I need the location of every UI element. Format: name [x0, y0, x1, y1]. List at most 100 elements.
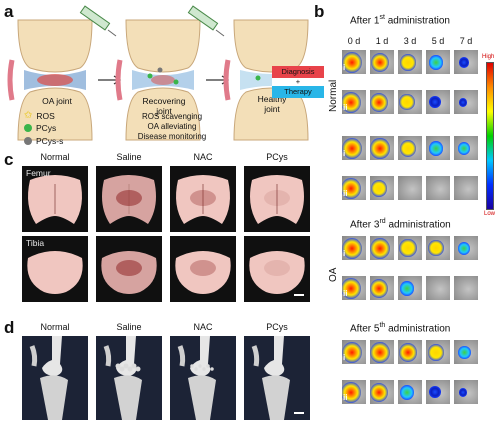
fluorescence-image	[454, 276, 478, 300]
signal-blob	[342, 178, 361, 199]
signal-blob	[370, 382, 389, 403]
column-label-nac: NAC	[193, 152, 213, 162]
fluorescence-image	[398, 136, 422, 160]
signal-blob	[342, 92, 361, 113]
recovering-joint-illustration	[115, 19, 201, 141]
signal-blob	[400, 281, 414, 296]
syringe-icon	[79, 5, 117, 37]
fluorescence-image	[454, 50, 478, 74]
signal-blob	[458, 387, 468, 397]
therapy-label: Therapy	[272, 86, 324, 98]
fluorescence-image	[426, 340, 450, 364]
group-label-oa: OA	[328, 267, 339, 282]
panel-a: a	[0, 0, 324, 150]
fluorescence-image	[342, 380, 366, 404]
mouse-knee-background	[398, 176, 422, 200]
cartilage-lesion	[116, 190, 142, 206]
star-icon: ✩	[24, 110, 33, 121]
group-label-normal: Normal	[328, 79, 339, 112]
fluorescence-image	[398, 90, 422, 114]
heading-1st-administration: After 1st administration	[350, 14, 450, 27]
effects-list: ROS scavenging OA alleviating Disease mo…	[130, 112, 214, 142]
fluorescence-image	[370, 136, 394, 160]
fluorescence-image	[426, 380, 450, 404]
signal-blob	[370, 278, 389, 299]
signal-blob	[371, 180, 387, 197]
fluorescence-image	[454, 236, 478, 260]
day-label: 5 d	[431, 36, 445, 46]
tibia-photo: Tibia	[22, 236, 88, 302]
tibia-label: Tibia	[26, 238, 45, 248]
fluorescence-image	[342, 340, 366, 364]
signal-blob	[428, 344, 444, 361]
femur-photo	[96, 166, 162, 232]
legend-ros: ✩ ROS	[24, 110, 55, 121]
signal-blob	[370, 92, 389, 113]
fluorescence-image	[398, 380, 422, 404]
effect-ros-scavenging: ROS scavenging	[141, 112, 203, 121]
signal-blob	[400, 54, 416, 71]
signal-blob	[429, 96, 441, 109]
fluorescence-image	[342, 236, 366, 260]
panel-b-letter: b	[314, 2, 325, 21]
signal-blob	[457, 141, 471, 155]
fluorescence-image	[370, 50, 394, 74]
signal-blob	[370, 52, 390, 73]
day-label: 1 d	[375, 36, 389, 46]
mouse-knee-background	[454, 276, 478, 300]
signal-blob	[428, 240, 444, 257]
micro-ct-image	[22, 336, 88, 420]
colorbar-high-label: High	[482, 54, 495, 60]
legend-ros-label: ROS	[36, 110, 55, 121]
row-tag: i	[343, 249, 346, 258]
day-label: 0 d	[347, 36, 361, 46]
fluorescence-image	[398, 276, 422, 300]
signal-blob	[342, 52, 362, 73]
signal-blob	[399, 239, 417, 258]
fluorescence-image	[426, 276, 450, 300]
plus-sign: +	[272, 78, 324, 86]
oa-joint-illustration	[7, 19, 93, 141]
syringe-icon	[187, 5, 225, 37]
scale-bar	[294, 412, 304, 414]
heading-3rd-administration: After 3rd administration	[350, 218, 451, 231]
mouse-knee-background	[454, 176, 478, 200]
cartilage-lesion	[190, 190, 216, 206]
fluorescence-image	[370, 236, 394, 260]
signal-blob	[342, 382, 361, 403]
panel-b: b After 1st administration After 3rd adm…	[314, 0, 500, 429]
column-label-normal: Normal	[40, 322, 70, 332]
signal-blob	[429, 55, 443, 70]
row-tag: ii	[343, 103, 348, 112]
signal-blob	[399, 343, 417, 362]
column-label-normal: Normal	[40, 152, 70, 162]
signal-blob	[429, 141, 443, 156]
fluorescence-image	[454, 340, 478, 364]
effect-disease-monitoring: Disease monitoring	[137, 132, 207, 141]
fluorescence-image	[454, 380, 478, 404]
fluorescence-image	[342, 276, 366, 300]
column-label-pcys: PCys	[266, 152, 288, 162]
micro-ct-image	[170, 336, 236, 420]
micro-ct-image	[244, 336, 310, 420]
panel-c-letter: c	[4, 150, 14, 169]
colorbar-low-label: Low	[484, 211, 496, 217]
row-tag: i	[343, 353, 346, 362]
tibia-photo	[170, 236, 236, 302]
fluorescence-image	[342, 50, 366, 74]
tibia-photo	[244, 236, 310, 302]
femur-photo	[244, 166, 310, 232]
fluorescence-image	[342, 136, 366, 160]
signal-blob	[370, 138, 390, 159]
fluorescence-image	[398, 340, 422, 364]
signal-blob	[399, 94, 415, 111]
column-label-pcys: PCys	[266, 322, 288, 332]
column-label-nac: NAC	[193, 322, 213, 332]
heading-5th-administration: After 5th administration	[350, 322, 451, 335]
row-tag: i	[343, 149, 346, 158]
signal-blob	[457, 345, 471, 360]
fluorescence-image	[342, 90, 366, 114]
signal-blob	[370, 342, 390, 363]
tibia-photo	[96, 236, 162, 302]
row-tag: i	[343, 63, 346, 72]
